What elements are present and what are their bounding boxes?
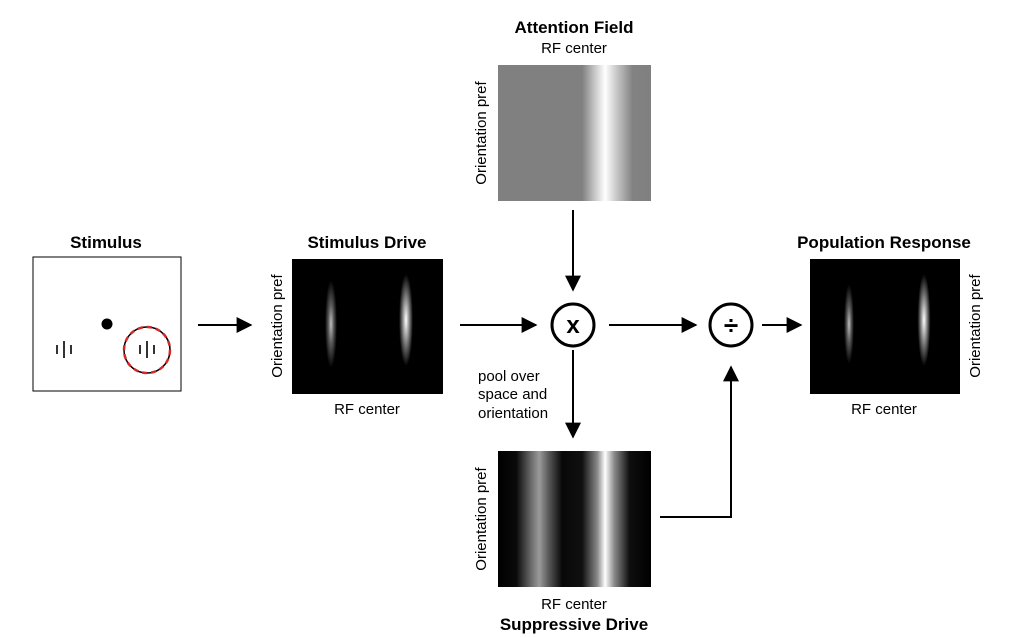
stimulus-drive-blob-left bbox=[325, 280, 337, 368]
multiply-symbol: x bbox=[566, 312, 580, 339]
fixation-dot bbox=[101, 318, 113, 330]
divide-circle bbox=[708, 302, 754, 348]
multiply-circle bbox=[550, 302, 596, 348]
suppressive-drive-title: Suppressive Drive bbox=[500, 615, 648, 634]
suppressive-drive-panel: Orientation pref RF center Suppressive D… bbox=[473, 451, 651, 634]
population-response-ylabel: Orientation pref bbox=[967, 273, 984, 377]
arrow-suppressive-to-divide bbox=[660, 365, 739, 518]
population-response-image bbox=[810, 259, 960, 394]
population-response-blob-left bbox=[844, 284, 854, 364]
population-response-blob-right bbox=[917, 274, 931, 366]
multiply-operator: x bbox=[550, 302, 596, 348]
suppressive-drive-xlabel: RF center bbox=[541, 596, 607, 613]
stimulus-panel: Stimulus bbox=[32, 233, 182, 392]
stimulus-drive-title: Stimulus Drive bbox=[307, 233, 426, 252]
suppressive-drive-ylabel: Orientation pref bbox=[473, 466, 490, 570]
attention-field-image bbox=[498, 65, 651, 201]
stimulus-drive-blob-right bbox=[399, 274, 413, 366]
stimulus-drive-ylabel: Orientation pref bbox=[269, 273, 286, 377]
attention-field-xlabel: RF center bbox=[541, 40, 607, 57]
attention-field-ylabel: Orientation pref bbox=[473, 80, 490, 184]
pool-note: pool over space and orientation bbox=[478, 368, 548, 422]
divide-operator: ÷ bbox=[708, 302, 754, 348]
stimulus-drive-panel: Stimulus Drive RF center Orientation pre… bbox=[269, 233, 443, 418]
unattended-grating bbox=[56, 341, 72, 358]
divide-symbol: ÷ bbox=[724, 310, 738, 340]
stimulus-drive-xlabel: RF center bbox=[334, 401, 400, 418]
stimulus-title: Stimulus bbox=[70, 233, 142, 252]
pool-note-line-3: orientation bbox=[478, 405, 548, 422]
stimulus-drive-image bbox=[292, 259, 443, 394]
attended-grating bbox=[139, 341, 155, 358]
pool-note-line-2: space and bbox=[478, 386, 547, 403]
pool-note-line-1: pool over bbox=[478, 368, 540, 385]
attention-focus-circle bbox=[122, 325, 172, 375]
population-response-xlabel: RF center bbox=[851, 401, 917, 418]
suppressive-drive-image bbox=[498, 451, 651, 587]
attention-field-panel: Attention Field RF center Orientation pr… bbox=[473, 18, 651, 201]
attention-field-title: Attention Field bbox=[515, 18, 634, 37]
population-response-panel: Population Response RF center Orientatio… bbox=[797, 233, 984, 418]
population-response-title: Population Response bbox=[797, 233, 971, 252]
